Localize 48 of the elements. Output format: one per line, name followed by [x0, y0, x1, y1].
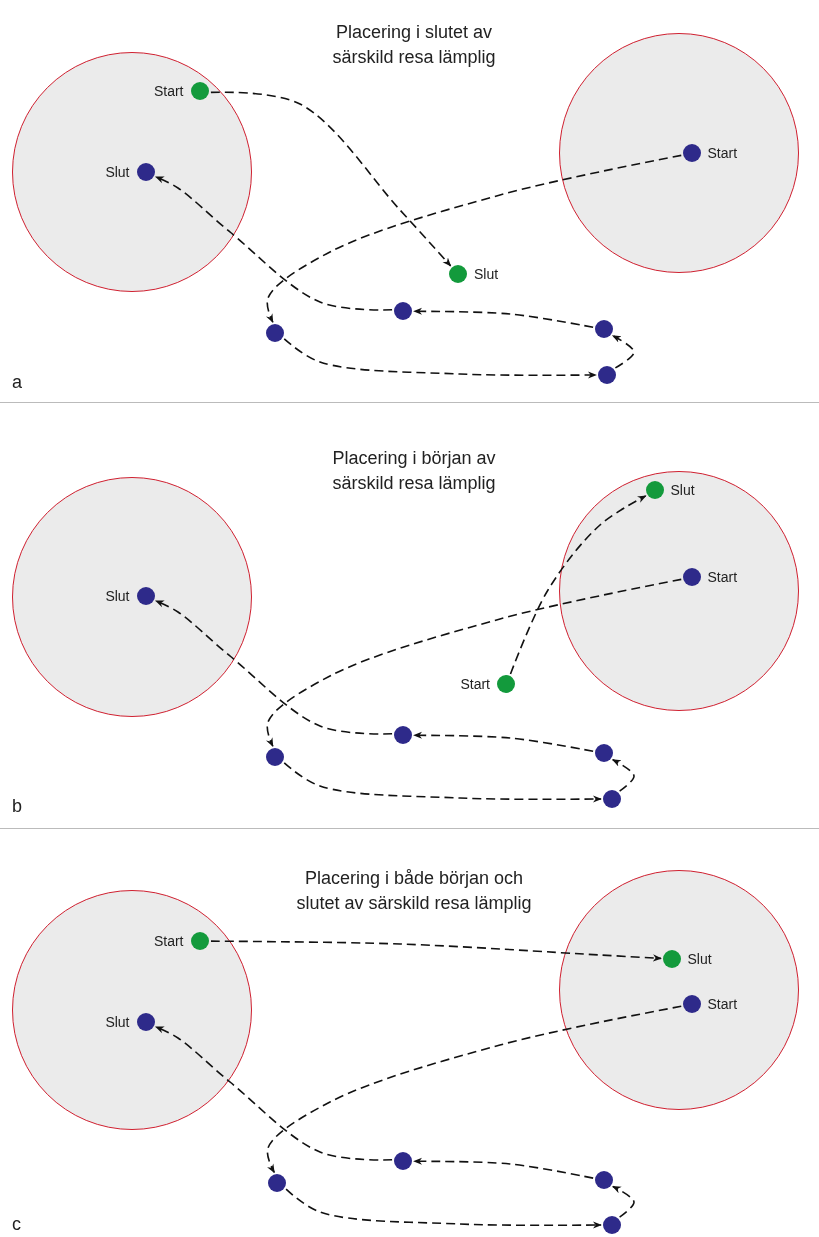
dashed-arrow	[155, 176, 393, 311]
dashed-arrow	[210, 940, 662, 962]
location-dot	[394, 726, 412, 744]
point-label: Slut	[105, 1013, 130, 1030]
dashed-arrow	[285, 1188, 602, 1229]
dashed-arrow	[509, 495, 647, 675]
point-label: Start	[707, 995, 738, 1012]
point-label: Start	[153, 932, 184, 949]
location-dot	[595, 320, 613, 338]
panel-heading: Placering i både början och slutet av särskild resa lämplig	[295, 867, 533, 916]
dashed-arrow	[612, 1185, 635, 1218]
panel-letter: c	[12, 1214, 21, 1235]
location-dot	[603, 790, 621, 808]
dashed-arrow	[283, 762, 602, 803]
dashed-arrow	[155, 1026, 393, 1161]
panel-letter: b	[12, 796, 22, 817]
dashed-arrow	[155, 600, 393, 735]
panel-letter: a	[12, 372, 22, 393]
dashed-arrow	[210, 91, 452, 267]
point-label: Slut	[687, 950, 712, 967]
point-label: Start	[707, 144, 738, 161]
panel-heading: Placering i slutet av särskild resa lämplig	[331, 21, 497, 70]
point-label: Start	[153, 82, 184, 99]
point-label: Slut	[105, 587, 130, 604]
point-label: Start	[707, 568, 738, 585]
dashed-arrow	[413, 731, 594, 753]
dashed-arrow	[413, 307, 594, 329]
dashed-arrow	[266, 1005, 683, 1174]
dashed-arrow	[611, 758, 635, 792]
location-dot	[268, 1174, 286, 1192]
location-dot	[394, 1152, 412, 1170]
dashed-arrow	[283, 338, 597, 379]
dashed-arrow	[611, 334, 635, 369]
location-dot	[598, 366, 616, 384]
dashed-arrow	[266, 578, 683, 747]
location-dot	[595, 1171, 613, 1189]
panel-heading: Placering i början av särskild resa lämplig	[331, 447, 497, 496]
dashed-arrow	[413, 1157, 594, 1179]
location-dot	[266, 748, 284, 766]
location-dot	[394, 302, 412, 320]
dashed-arrow	[266, 154, 683, 323]
location-dot	[595, 744, 613, 762]
point-label: Start	[460, 676, 490, 692]
point-label: Slut	[474, 266, 499, 282]
location-dot	[266, 324, 284, 342]
point-label: Slut	[670, 481, 695, 498]
point-label: Slut	[105, 163, 130, 180]
location-dot	[603, 1216, 621, 1234]
